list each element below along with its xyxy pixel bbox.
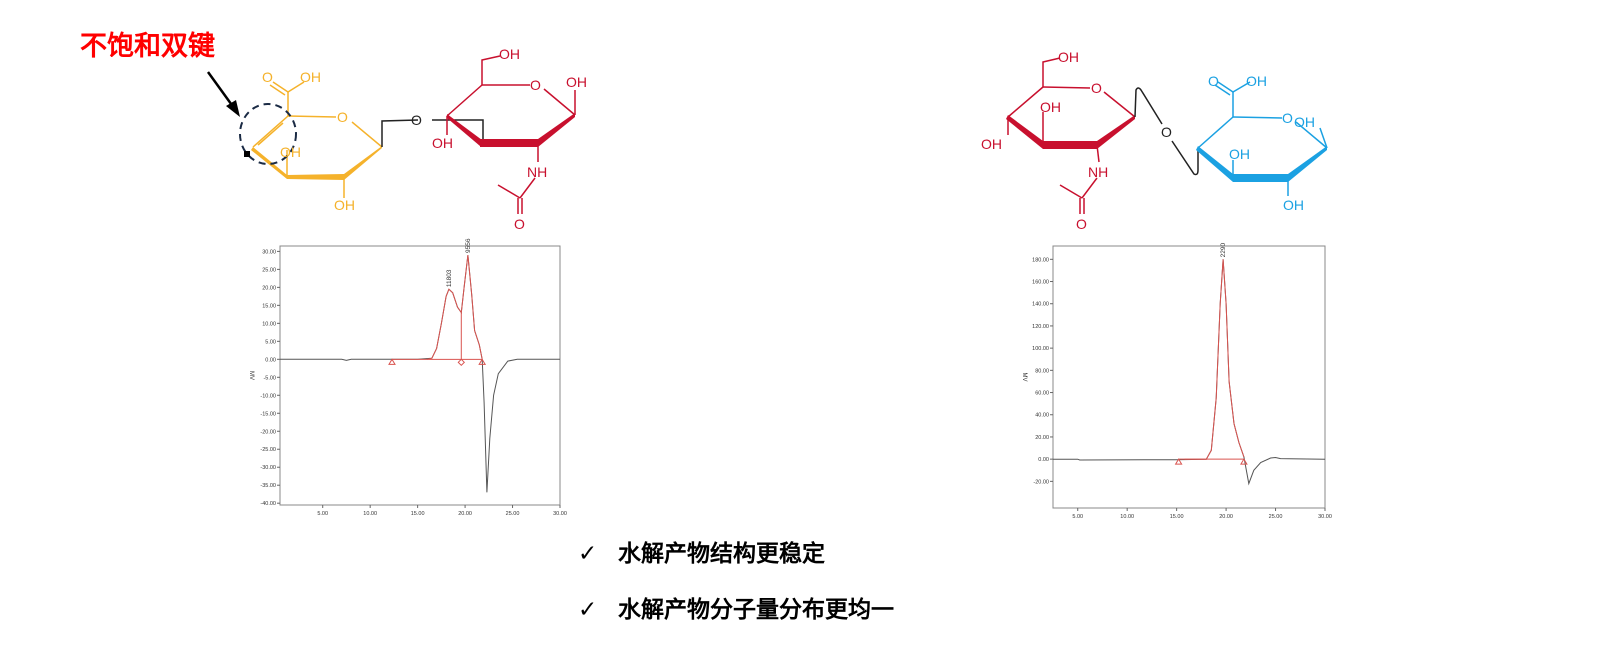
chromatogram-trace	[280, 254, 560, 493]
baseline-marker-triangle	[1240, 458, 1248, 465]
y-tick-label: -10.00	[260, 393, 276, 399]
x-tick-label: 10.00	[363, 511, 377, 517]
y-tick-label: -30.00	[260, 465, 276, 471]
atom-label: OH	[566, 74, 587, 90]
chromatogram-right: 180.00 160.00 140.00 120.00 100.00 80.00 60.00…	[1021, 242, 1332, 520]
y-tick-label: 180.00	[1032, 257, 1049, 263]
atom-label: OH	[1058, 49, 1079, 65]
right-disaccharide-structure: OH O OH OH NH O O O OH O OH OH OH	[981, 49, 1328, 232]
x-tick-label: 15.00	[411, 511, 425, 517]
baseline-marker-diamond	[457, 358, 465, 367]
baseline-marker-triangle	[388, 358, 396, 365]
y-tick-label: 160.00	[1032, 280, 1049, 286]
checkmark-icon: ✓	[578, 541, 598, 567]
atom-label: O	[1076, 216, 1087, 232]
atom-label: OH	[981, 136, 1002, 152]
baseline-marker-triangle	[478, 358, 487, 365]
atom-label: O	[514, 216, 525, 232]
integrated-peak	[426, 254, 483, 360]
peak-label: 9556	[465, 238, 472, 253]
atom-label: O	[262, 69, 273, 85]
y-tick-label: -25.00	[260, 447, 276, 453]
x-tick-label: 30.00	[1318, 514, 1332, 520]
arrow-icon	[206, 71, 240, 117]
checkmark-icon: ✓	[578, 597, 598, 623]
atom-label: O	[530, 77, 541, 93]
plot-frame	[1052, 245, 1326, 509]
bullet-text: 水解产物结构更稳定	[618, 541, 825, 567]
atom-label: OH	[1283, 197, 1304, 213]
atom-label: NH	[1088, 164, 1108, 180]
y-tick-label: 30.00	[262, 249, 276, 255]
x-tick-label: 5.00	[1072, 514, 1083, 520]
atom-label: OH	[280, 144, 301, 160]
atom-label: OH	[432, 135, 453, 151]
y-tick-label: 80.00	[1035, 368, 1049, 374]
bullet-text: 水解产物分子量分布更均一	[618, 597, 894, 623]
peak-label: 11803	[446, 269, 453, 287]
y-tick-label: -15.00	[260, 411, 276, 417]
x-tick-label: 30.00	[553, 511, 567, 517]
baseline-marker-triangle	[1174, 458, 1183, 465]
atom-label: O	[1282, 110, 1293, 126]
atom-label: OH	[499, 46, 520, 62]
y-tick-label: 20.00	[1035, 435, 1049, 441]
atom-label: OH	[334, 197, 355, 213]
y-tick-label: -35.00	[260, 483, 276, 489]
y-tick-label: 20.00	[262, 285, 276, 291]
atom-label: O	[1161, 124, 1172, 140]
atom-label: O	[337, 109, 348, 125]
y-axis-label: MV	[1021, 373, 1027, 382]
x-tick-label: 25.00	[1269, 514, 1283, 520]
unsaturated-double-bond-label: 不饱和双键	[80, 31, 215, 62]
atom-label: OH	[300, 69, 321, 85]
chromatogram-trace	[1053, 259, 1326, 486]
y-tick-label: 120.00	[1032, 324, 1049, 330]
atom-label: OH	[1246, 73, 1267, 89]
x-tick-label: 10.00	[1120, 514, 1134, 520]
atom-label: OH	[1294, 114, 1315, 130]
atom-label: OH	[1229, 146, 1250, 162]
y-tick-label: -5.00	[263, 375, 276, 381]
y-axis-label: MV	[248, 371, 254, 380]
x-tick-label: 15.00	[1170, 514, 1184, 520]
y-tick-label: 10.00	[262, 321, 276, 327]
atom-label: O	[1208, 73, 1219, 89]
double-bond-highlight	[239, 103, 297, 165]
integrated-peak	[1184, 259, 1245, 460]
bullet-item: ✓ 水解产物分子量分布更均一	[578, 590, 894, 624]
bullet-item: ✓ 水解产物结构更稳定	[578, 534, 825, 568]
peak-label: 2290	[1220, 242, 1227, 257]
y-tick-label: 140.00	[1032, 302, 1049, 308]
x-tick-label: 20.00	[1219, 514, 1233, 520]
y-tick-label: 60.00	[1035, 391, 1049, 397]
y-tick-label: 25.00	[262, 267, 276, 273]
atom-label: OH	[1040, 99, 1061, 115]
atom-label: O	[1091, 80, 1102, 96]
x-tick-label: 5.00	[317, 511, 328, 517]
chromatogram-left: 30.00 25.00 20.00 15.00 10.00 5.00 0.00 -5.00 -1…	[248, 238, 567, 517]
x-tick-label: 20.00	[458, 511, 472, 517]
y-tick-label: 15.00	[262, 303, 276, 309]
y-tick-label: 0.00	[1038, 457, 1049, 463]
atom-label: O	[411, 112, 422, 128]
y-tick-label: 100.00	[1032, 346, 1049, 352]
y-tick-label: -20.00	[260, 429, 276, 435]
y-tick-label: 0.00	[265, 357, 276, 363]
left-disaccharide-structure: O OH O OH OH O OH O OH OH NH O	[239, 46, 587, 232]
y-tick-label: -40.00	[260, 501, 276, 507]
x-tick-label: 25.00	[506, 511, 520, 517]
y-tick-label: 40.00	[1035, 413, 1049, 419]
atom-label: NH	[527, 164, 547, 180]
plot-frame	[279, 245, 561, 506]
y-tick-label: -20.00	[1033, 479, 1049, 485]
y-tick-label: 5.00	[265, 339, 276, 345]
